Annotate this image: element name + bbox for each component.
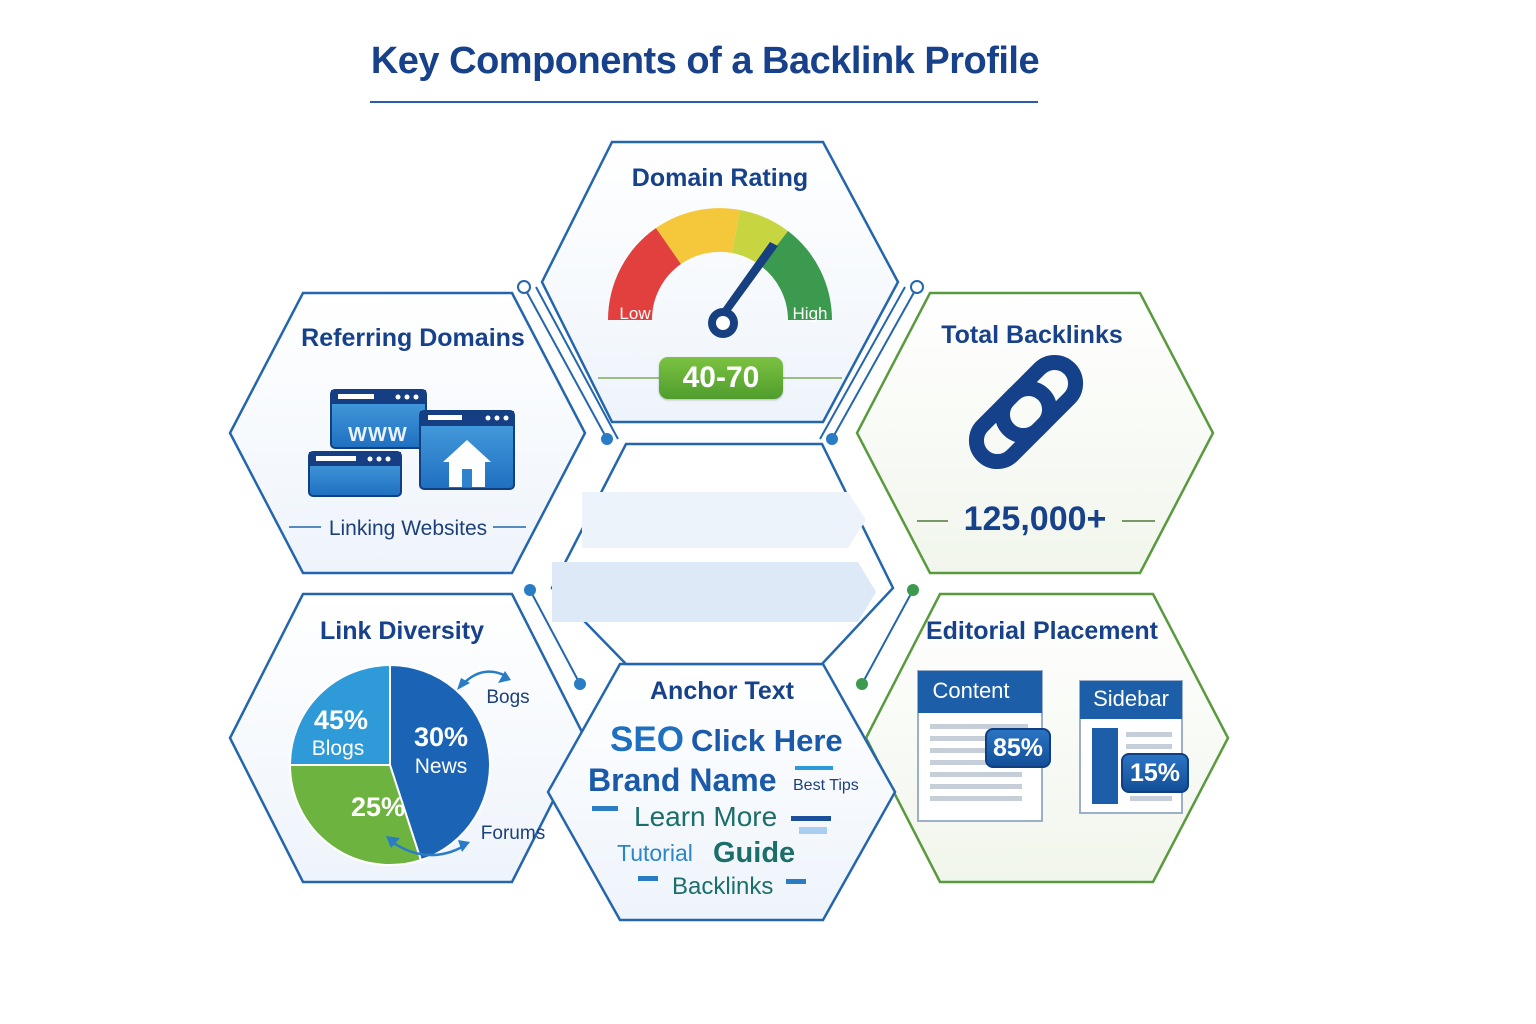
chain-link-icon: [968, 354, 1084, 470]
domain-rating-value: 40-70: [659, 357, 783, 399]
hex-center: [550, 442, 895, 666]
content-label: Content: [932, 678, 1010, 703]
sidebar-label: Sidebar: [1093, 686, 1169, 711]
total-backlinks-title: Total Backlinks: [941, 321, 1123, 349]
callout-bogs: Bogs: [486, 687, 530, 708]
anchor-word-backlinks: Backlinks: [672, 873, 774, 900]
center-band-top: [582, 492, 866, 548]
anchor-word-click-here: Click Here: [691, 723, 843, 758]
anchor-dashes: [592, 766, 833, 884]
gauge-high-label: High: [792, 304, 828, 323]
pie-blogs-percent: 45%: [313, 705, 369, 735]
anchor-text-title: Anchor Text: [650, 677, 794, 705]
anchor-word-guide: Guide: [713, 837, 796, 869]
domain-rating-title: Domain Rating: [631, 164, 809, 192]
pie-slice-blogs: [389, 663, 491, 862]
connector-lines: [523, 286, 918, 685]
www-label: WWW: [348, 424, 408, 446]
hex-domain-rating: [540, 140, 900, 424]
pie-news-percent: 30%: [413, 722, 469, 752]
link-diversity-title: Link Diversity: [320, 617, 484, 645]
referring-domains-title: Referring Domains: [301, 324, 525, 352]
pie-news-label: News: [414, 755, 468, 778]
title-underline: [370, 101, 1038, 103]
center-band-bottom: [552, 562, 876, 622]
connector-dots: [517, 280, 924, 690]
gauge-low-label: Low: [619, 304, 651, 323]
content-percent-badge: 85%: [985, 728, 1051, 768]
pie-blogs-label: Blogs: [311, 737, 365, 760]
gauge: [607, 208, 832, 338]
anchor-word-learn-more: Learn More: [634, 801, 778, 832]
page-title: Key Components of a Backlink Profile: [370, 40, 1040, 82]
browser-windows-icon: [308, 389, 515, 497]
anchor-word-tutorial: Tutorial: [617, 840, 693, 866]
editorial-placement-title: Editorial Placement: [925, 617, 1159, 645]
linking-websites-caption: Linking Websites: [328, 517, 488, 540]
curved-arrow-icon: [391, 840, 465, 857]
anchor-word-seo: SEO: [610, 720, 684, 759]
anchor-word-best-tips: Best Tips: [793, 777, 859, 794]
anchor-word-brand-name: Brand Name: [588, 762, 777, 798]
pie-slice-forums: [288, 663, 391, 766]
pie-forums-percent: 25%: [350, 792, 406, 822]
pie-chart: [288, 663, 491, 866]
sidebar-percent-badge: 15%: [1121, 753, 1189, 793]
total-backlinks-value: 125,000+: [963, 500, 1107, 538]
callout-forums: Forums: [480, 823, 546, 844]
